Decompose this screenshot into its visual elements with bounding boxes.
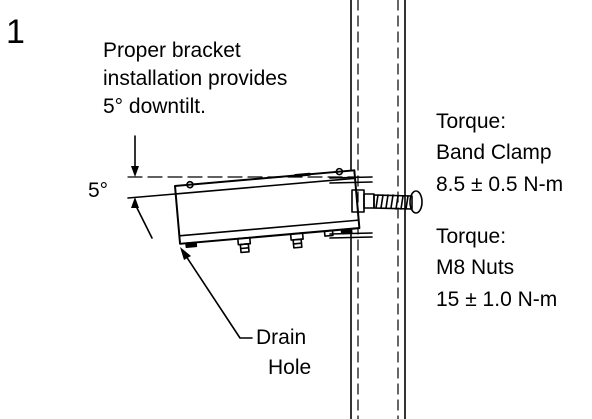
tilt-note-line: 5° downtilt. <box>103 95 206 118</box>
connector <box>237 236 252 254</box>
drain-leader <box>181 249 253 339</box>
tilt-note-line: installation provides <box>103 67 288 90</box>
drain-hole-label: Drain <box>256 326 307 349</box>
drain-hole-label: Hole <box>268 356 312 379</box>
drain-arrow <box>180 247 191 260</box>
radio-enclosure <box>174 167 361 254</box>
torque-nuts-value: 15 ± 1.0 N-m <box>436 288 558 311</box>
step-number: 1 <box>6 13 25 51</box>
downtilt-reference <box>127 135 361 239</box>
torque-band-part: Band Clamp <box>436 141 552 164</box>
connector <box>323 229 334 237</box>
connector <box>289 232 304 249</box>
angle-label: 5° <box>88 179 109 202</box>
torque-band-title: Torque: <box>436 110 507 133</box>
angle-arrow-bottom <box>131 197 139 208</box>
torque-nuts-part: M8 Nuts <box>436 256 515 279</box>
angle-arrow-top <box>131 166 139 177</box>
torque-band-value: 8.5 ± 0.5 N-m <box>436 173 564 196</box>
torque-nuts-title: Torque: <box>436 225 507 248</box>
mounting-pole <box>350 0 406 419</box>
tilt-note-line: Proper bracket <box>103 39 241 62</box>
